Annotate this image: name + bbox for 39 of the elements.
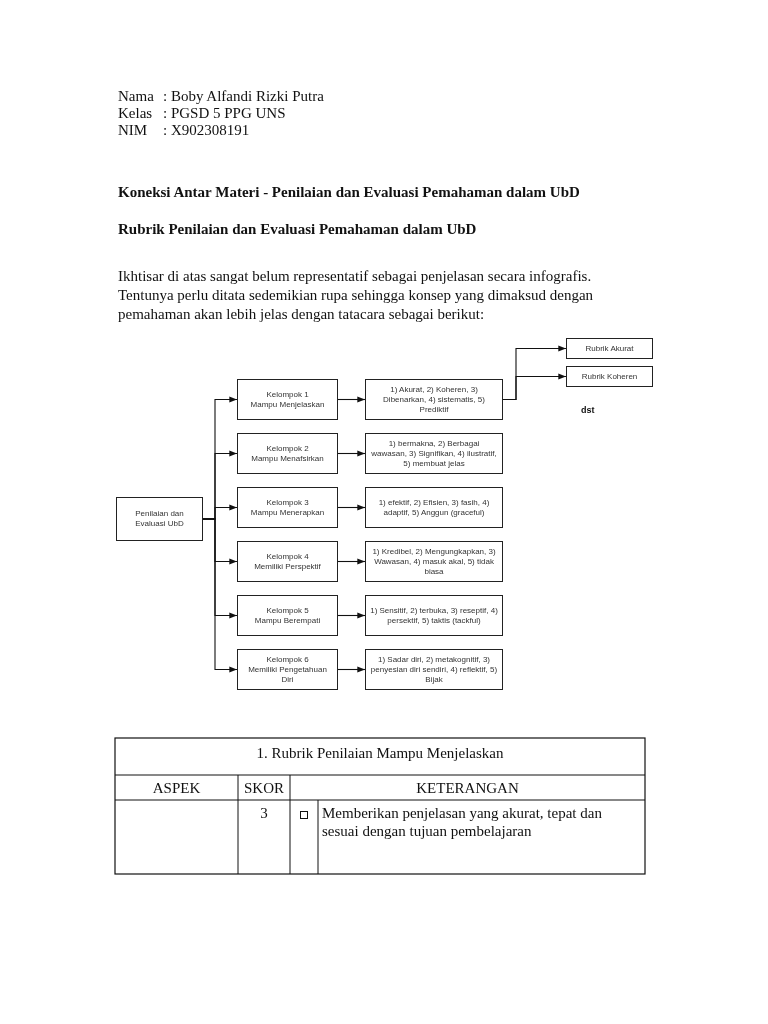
group-box: Kelompok 5 Mampu Berempati <box>237 595 338 636</box>
group-box: Kelompok 1 Mampu Menjelaskan <box>237 379 338 420</box>
score-value: 3 <box>259 804 269 822</box>
arrow <box>337 558 366 565</box>
criteria-box: 1) Sensitif, 2) terbuka, 3) reseptif, 4) persektif, 5) taktis (tackful) <box>365 595 503 636</box>
group-box: Kelompok 4 Memiliki Perspektif <box>237 541 338 582</box>
arrow <box>502 373 567 401</box>
arrow <box>337 504 366 511</box>
arrow <box>337 612 366 619</box>
label-text: Kelas <box>118 105 153 122</box>
paragraph: Ikhtisar di atas sangat belum representatif sebagai penjelasan secara infografis. Tentunya perlu ditata sedemikian rupa sehingga konsep yang dimaksud dengan pemahaman akan lebih jelas dengan tatacara sebagai berikut: <box>118 267 595 324</box>
arrow <box>337 450 366 457</box>
column-header: KETERANGAN <box>415 779 520 797</box>
column-header: ASPEK <box>151 779 202 797</box>
heading: Koneksi Antar Materi - Penilaian dan Evaluasi Pemahaman dalam UbD <box>118 184 580 201</box>
arrow <box>337 396 366 403</box>
table-title: 1. Rubrik Penilaian Mampu Menjelaskan <box>255 744 505 762</box>
rubric-box: Rubrik Akurat <box>566 338 653 359</box>
group-box: Kelompok 3 Mampu Menerapkan <box>237 487 338 528</box>
criteria-box: 1) efektif, 2) Efisien, 3) fasih, 4) adaptif, 5) Anggun (graceful) <box>365 487 503 528</box>
value-text: : PGSD 5 PPG UNS <box>163 105 286 122</box>
criteria-box: 1) Sadar diri, 2) metakognitif, 3) penyesian diri sendiri, 4) reflektif, 5) Bijak <box>365 649 503 690</box>
column-header: SKOR <box>243 779 285 797</box>
note-text: dst <box>581 404 595 417</box>
label-text: NIM <box>118 122 148 139</box>
subheading: Rubrik Penilaian dan Evaluasi Pemahaman dalam UbD <box>118 221 477 238</box>
value-text: : Boby Alfandi Rizki Putra <box>163 88 324 105</box>
criteria-box: 1) Akurat, 2) Koheren, 3) Dibenarkan, 4) sistematis, 5) Prediktif <box>365 379 503 420</box>
rubric-box: Rubrik Koheren <box>566 366 653 387</box>
description-text: Memberikan penjelasan yang akurat, tepat dan sesuai dengan tujuan pembelajaran <box>322 804 603 840</box>
process-box: Penilaian dan Evaluasi UbD <box>116 497 203 541</box>
group-box: Kelompok 6 Memiliki Pengetahuan Diri <box>237 649 338 690</box>
arrow <box>202 518 238 673</box>
criteria-box: 1) bermakna, 2) Berbagai wawasan, 3) Signifikan, 4) ilustratif, 5) membuat jelas <box>365 433 503 474</box>
arrow <box>337 666 366 673</box>
value-text: : X902308191 <box>163 122 250 139</box>
label-text: Nama <box>118 88 154 105</box>
criteria-box: 1) Kredibel, 2) Mengungkapkan, 3) Wawasan, 4) masuk akal, 5) tidak biasa <box>365 541 503 582</box>
group-box: Kelompok 2 Mampu Menafsirkan <box>237 433 338 474</box>
